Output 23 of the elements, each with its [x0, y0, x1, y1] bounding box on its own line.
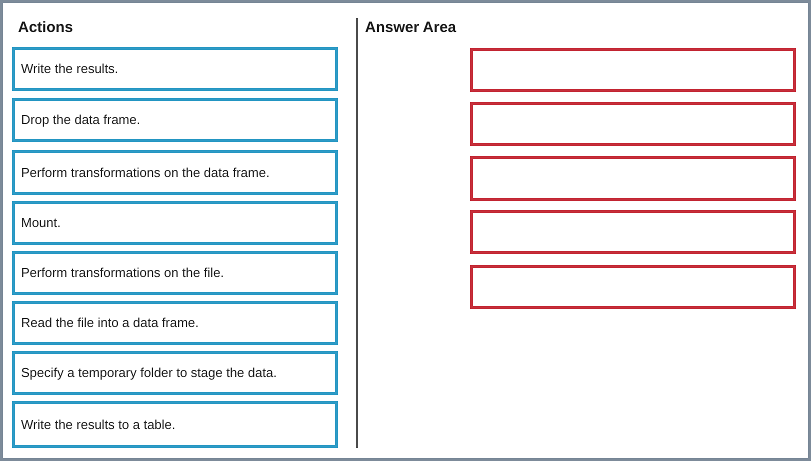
- action-card: [12, 251, 338, 295]
- action-text: Perform transformations on the file.: [21, 265, 224, 281]
- action-card: [12, 47, 338, 91]
- action-card: [12, 401, 338, 448]
- answer-slot: [470, 156, 796, 201]
- action-text: Perform transformations on the data frame.: [21, 164, 270, 180]
- action-card: [12, 201, 338, 245]
- column-heading: Answer Area: [365, 19, 456, 36]
- action-card: [12, 351, 338, 395]
- action-text: Read the file into a data frame.: [21, 315, 199, 331]
- action-text: Specify a temporary folder to stage the data.: [21, 365, 277, 381]
- action-text: Write the results to a table.: [21, 416, 176, 432]
- action-card: [12, 98, 338, 142]
- answer-slot: [470, 210, 796, 254]
- answer-slot: [470, 48, 796, 92]
- action-text: Drop the data frame.: [21, 112, 140, 128]
- answer-slot: [470, 265, 796, 309]
- action-card: [12, 150, 338, 195]
- column-heading: Actions: [18, 19, 74, 36]
- action-text: Write the results.: [21, 61, 118, 77]
- action-card: [12, 301, 338, 345]
- answer-slot: [470, 102, 796, 146]
- action-text: Mount.: [21, 215, 61, 231]
